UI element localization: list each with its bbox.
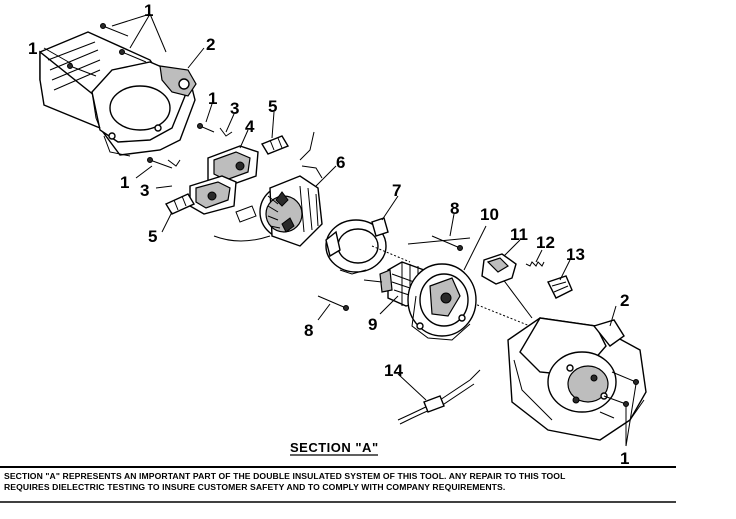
field-stator bbox=[213, 131, 323, 247]
callout-3-low: 3 bbox=[140, 181, 149, 200]
wire-lead bbox=[397, 369, 481, 425]
callout-3-mid: 3 bbox=[230, 99, 239, 118]
right-motor-housing bbox=[507, 317, 647, 441]
callout-8-low: 8 bbox=[304, 321, 313, 340]
callout-1-mid: 1 bbox=[208, 89, 217, 108]
brush-holder-assembly bbox=[189, 145, 259, 215]
carbon-brush-top bbox=[260, 135, 290, 155]
section-note: SECTION "A" REPRESENTS AN IMPORTANT PART… bbox=[4, 471, 724, 493]
callout-10: 10 bbox=[480, 205, 499, 224]
callout-12: 12 bbox=[536, 233, 555, 252]
callout-6: 6 bbox=[336, 153, 345, 172]
callout-11: 11 bbox=[510, 225, 528, 244]
callout-9: 9 bbox=[368, 315, 377, 334]
carbon-brush-low bbox=[164, 193, 196, 215]
end-bell-plate bbox=[407, 263, 477, 341]
left-motor-housing bbox=[39, 31, 197, 157]
screw-top-left bbox=[67, 23, 147, 77]
callout-13: 13 bbox=[566, 245, 585, 264]
switch bbox=[481, 253, 517, 285]
callout-2-right: 2 bbox=[620, 291, 629, 310]
callout-5-top: 5 bbox=[268, 97, 277, 116]
callout-1-left: 1 bbox=[28, 39, 37, 58]
callout-1-top: 1 bbox=[144, 1, 153, 20]
section-note-line-1: SECTION "A" REPRESENTS AN IMPORTANT PART… bbox=[4, 471, 566, 481]
callout-14: 14 bbox=[384, 361, 403, 380]
spring bbox=[525, 261, 545, 267]
baffle-ring bbox=[325, 217, 389, 275]
baffle-screws bbox=[317, 235, 463, 311]
clip bbox=[547, 275, 573, 299]
section-note-line-2: REQUIRES DIELECTRIC TESTING TO INSURE CU… bbox=[4, 482, 506, 492]
callout-2-top: 2 bbox=[206, 35, 215, 54]
section-title: SECTION "A" bbox=[290, 440, 379, 455]
callout-5-low: 5 bbox=[148, 227, 157, 246]
brush-screws bbox=[147, 123, 233, 169]
callout-7: 7 bbox=[392, 181, 401, 200]
callout-4: 4 bbox=[245, 117, 255, 136]
callout-1-bottom: 1 bbox=[620, 449, 629, 468]
leader-lines bbox=[43, 13, 637, 447]
callout-8-top: 8 bbox=[450, 199, 459, 218]
callout-1-low: 1 bbox=[120, 173, 129, 192]
